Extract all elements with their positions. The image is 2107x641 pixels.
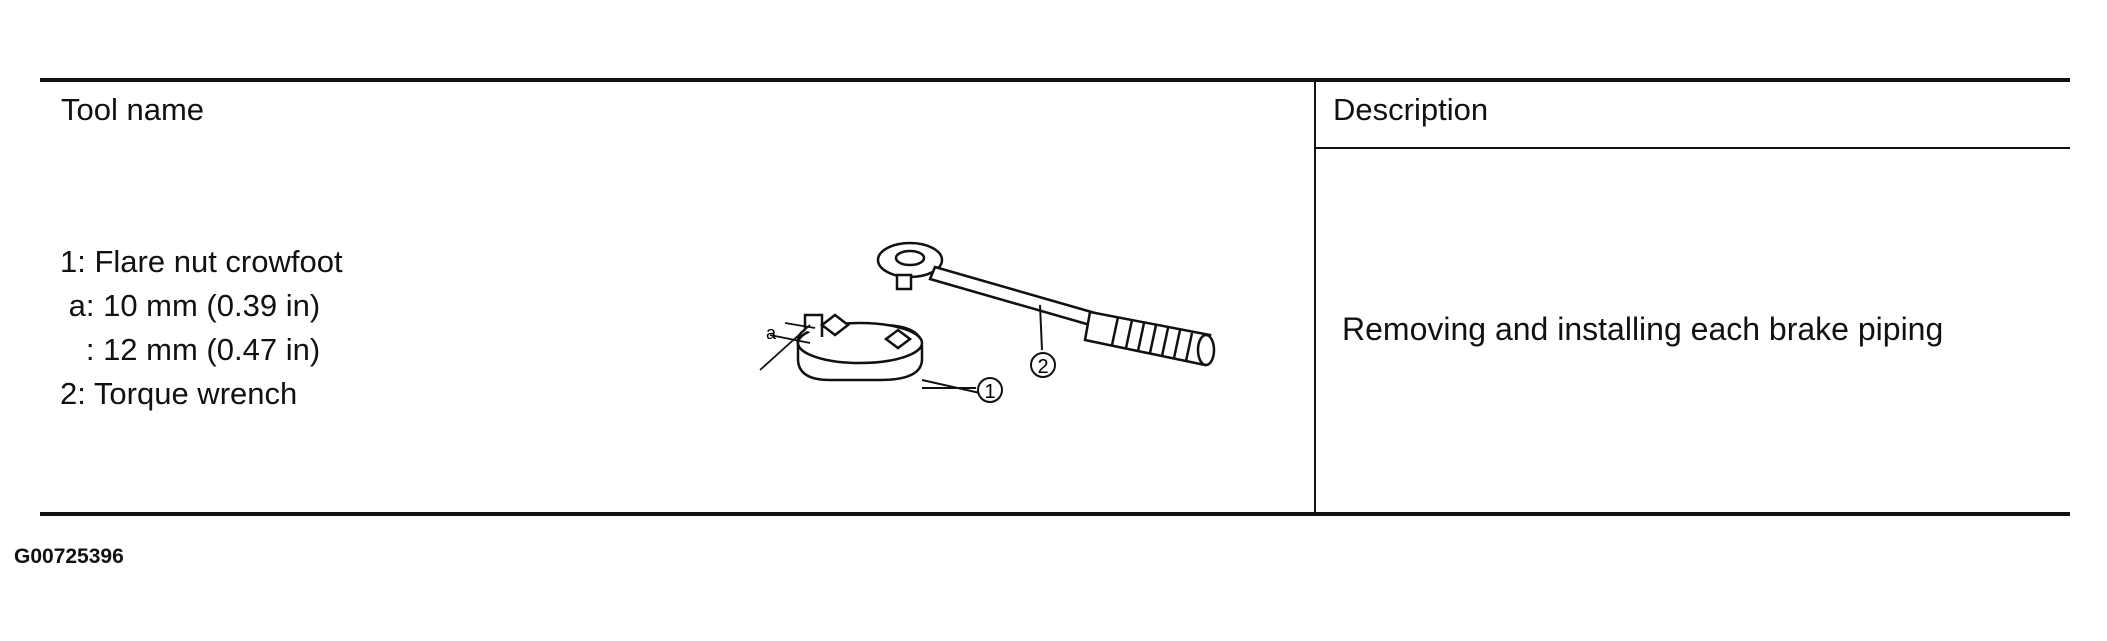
description-text: Removing and installing each brake pipin… [1342, 311, 1944, 347]
header-separator-rule [1315, 147, 2070, 149]
callout-circle [977, 377, 1003, 403]
crowfoot-drawing [796, 313, 924, 382]
dimension-line [759, 324, 811, 371]
header-tool-name: Tool name [61, 92, 205, 127]
callout-circle [1030, 352, 1056, 378]
header-description: Description [1333, 92, 1489, 127]
table-bottom-rule [40, 512, 2070, 516]
figure-code: G00725396 [14, 545, 124, 568]
torque-wrench-drawing [876, 241, 1216, 367]
tool-spec-line: a: 10 mm (0.39 in) [60, 288, 321, 323]
dimension-a-label: a [766, 323, 777, 343]
tool-illustration: 2 1 a [759, 241, 1216, 403]
tool-spec-line: 1: Flare nut crowfoot [60, 244, 343, 279]
tool-spec-list: 1: Flare nut crowfoot a: 10 mm (0.39 in)… [60, 240, 343, 416]
column-divider [1314, 82, 1316, 512]
tool-spec-line: : 12 mm (0.47 in) [60, 332, 321, 367]
tool-spec-line: 2: Torque wrench [60, 376, 298, 411]
table-top-rule [40, 78, 2070, 82]
callout-2-label: 2 [1037, 356, 1048, 378]
callout-1-label: 1 [984, 381, 995, 403]
